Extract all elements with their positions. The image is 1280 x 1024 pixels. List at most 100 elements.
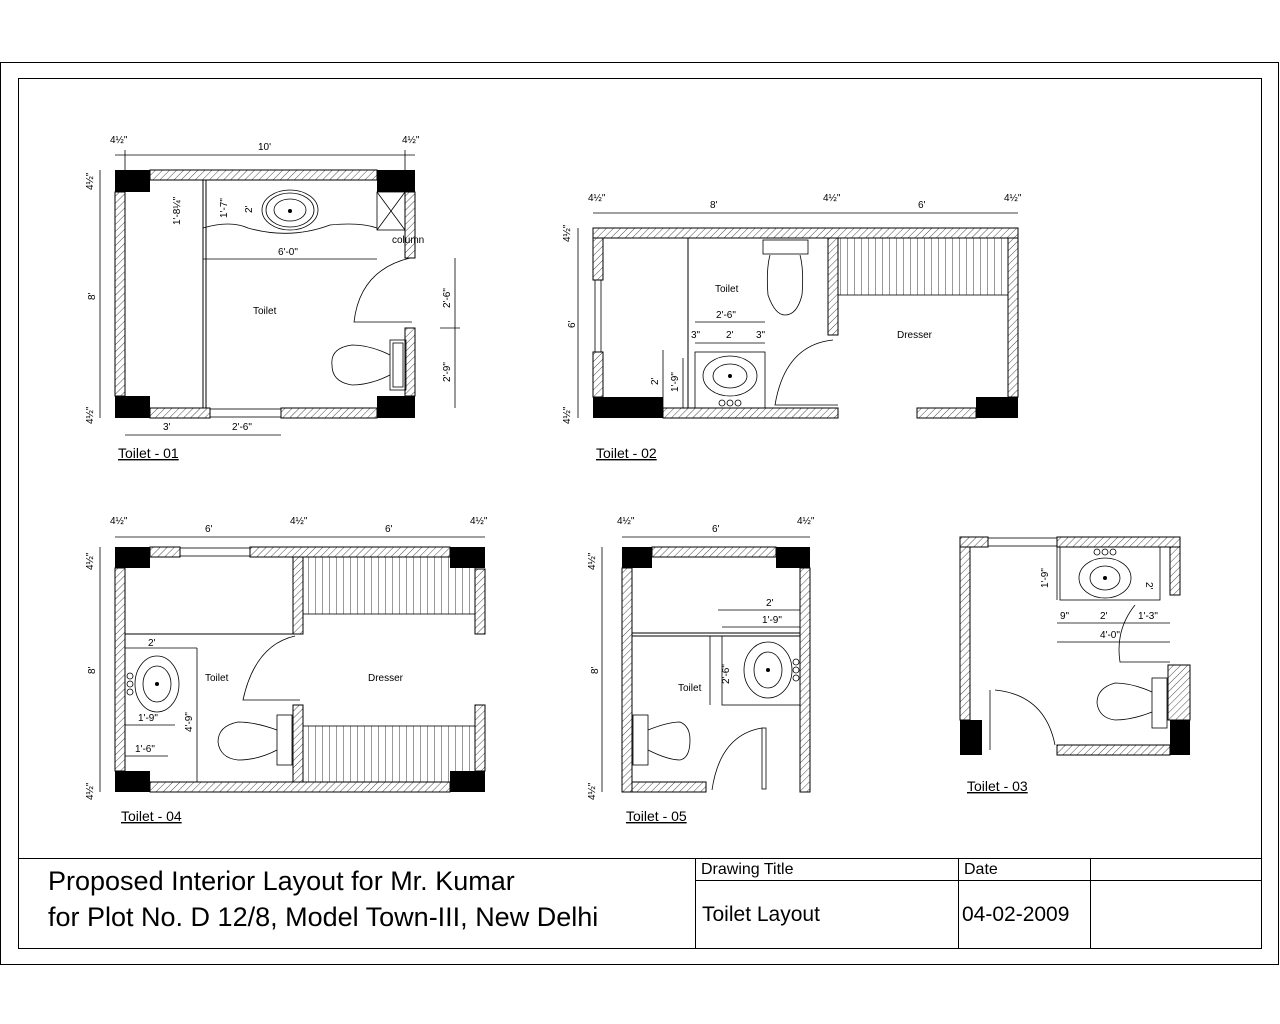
dim: 6' xyxy=(567,320,578,328)
dim: 6' xyxy=(205,524,213,535)
dim-wall: 4½" xyxy=(85,782,96,800)
dim: 2'-6" xyxy=(721,664,732,684)
vanity xyxy=(1059,546,1161,601)
wall xyxy=(114,191,126,397)
room-label: Toilet xyxy=(678,683,702,694)
project-title-line1: Proposed Interior Layout for Mr. Kumar xyxy=(48,866,515,896)
dim-wall: 4½" xyxy=(290,516,308,527)
dim: 8' xyxy=(710,200,718,211)
dresser-shelves xyxy=(302,556,476,615)
dim: 2'-6" xyxy=(716,310,736,321)
dim-wall: 4½" xyxy=(562,224,573,242)
date-label: Date xyxy=(964,861,998,878)
wall xyxy=(149,407,211,419)
door-swing xyxy=(774,339,838,406)
dim: 1'-8¼" xyxy=(171,196,183,225)
inner-border xyxy=(18,78,1262,949)
plan-toilet-03: 1'-9" 2' 9" 2' 1'-3" 4'-0" Toilet - 03 xyxy=(959,536,1191,794)
plan-caption: Toilet - 03 xyxy=(967,778,1028,794)
dim: 9" xyxy=(1060,611,1070,622)
vanity xyxy=(694,351,766,409)
dim: 6' xyxy=(385,524,393,535)
plan-caption: Toilet - 05 xyxy=(626,808,687,824)
drawing-title: Toilet Layout xyxy=(702,903,820,926)
counter-edge xyxy=(202,223,378,234)
wash-basin-icon xyxy=(126,655,180,713)
dim: 1'-9" xyxy=(670,372,681,392)
dim: 4'-9" xyxy=(184,712,195,732)
dim: 1'-9" xyxy=(1040,568,1051,588)
dim-depth: 8' xyxy=(87,292,98,300)
dim: 2' xyxy=(1100,611,1108,622)
wash-basin-icon xyxy=(1078,548,1132,599)
outer-border xyxy=(0,62,1279,965)
door-swing xyxy=(353,257,412,323)
door-swing xyxy=(1118,604,1170,663)
dim-wall: 4½" xyxy=(1004,193,1022,204)
column-label: column xyxy=(392,235,424,246)
dim: 1'-3" xyxy=(1138,611,1158,622)
dim: 2'-6" xyxy=(232,422,252,433)
dresser-shelves xyxy=(302,725,476,783)
dim: 1'-9" xyxy=(762,615,782,626)
dresser-shelves xyxy=(837,237,1009,296)
column xyxy=(976,397,1018,418)
door-swing xyxy=(711,727,763,791)
dim: 2' xyxy=(726,330,734,341)
dim-wall: 4½" xyxy=(110,135,128,146)
plan-toilet-05: 6' 4½" 4½" 8' 4½" 4½" 2' 1'-9" 2'-6" Toi… xyxy=(587,516,815,824)
plan-toilet-02: 8' 6' 4½" 4½" 4½" 6' 4½" 4½" 2'-6" 3" 2'… xyxy=(562,193,1022,461)
plan-toilet-04: 6' 6' 4½" 4½" 4½" 8' 4½" 4½" 2' 1'-9" 1'… xyxy=(85,516,488,824)
wall xyxy=(404,327,416,397)
wall xyxy=(404,191,416,259)
window xyxy=(594,279,602,353)
dim-width: 10' xyxy=(258,142,271,153)
column xyxy=(593,397,663,418)
dim: 6'-0" xyxy=(278,247,298,258)
toilet-wc-icon xyxy=(331,339,407,391)
dim-wall: 4½" xyxy=(587,552,598,570)
room-label: Dresser xyxy=(368,673,404,684)
plan-caption: Toilet - 02 xyxy=(596,445,657,461)
dim-wall: 4½" xyxy=(402,135,420,146)
title-block: Proposed Interior Layout for Mr. Kumar f… xyxy=(18,858,1261,948)
column xyxy=(377,396,415,418)
toilet-wc-icon xyxy=(762,239,809,316)
dim-wall: 4½" xyxy=(617,516,635,527)
dim-wall: 4½" xyxy=(797,516,815,527)
shower-shaft xyxy=(376,191,406,231)
dim-wall: 4½" xyxy=(587,782,598,800)
date-value: 04-02-2009 xyxy=(962,903,1069,926)
dim: 2' xyxy=(650,377,661,385)
column xyxy=(377,170,415,192)
dim-wall: 4½" xyxy=(588,193,606,204)
room-label: Toilet xyxy=(205,673,229,684)
dim: 2'-6" xyxy=(442,288,453,308)
dim-wall: 4½" xyxy=(110,516,128,527)
window xyxy=(179,547,251,557)
window xyxy=(987,537,1058,547)
dim-wall: 4½" xyxy=(823,193,841,204)
dim-wall: 4½" xyxy=(470,516,488,527)
dim: 2' xyxy=(766,598,774,609)
dim: 1'-9" xyxy=(138,713,158,724)
dim-wall: 4½" xyxy=(85,406,96,424)
dim: 8' xyxy=(590,666,601,674)
column xyxy=(115,396,150,418)
plan-toilet-01: 10' 4½" 4½" 8' 4½" 4½" 3' 2'-6" 2'-6" 2'… xyxy=(85,135,460,461)
wash-basin-icon xyxy=(702,355,758,407)
window xyxy=(209,408,282,418)
room-label: Toilet xyxy=(715,284,739,295)
dim: 6' xyxy=(918,200,926,211)
toilet-wc-icon xyxy=(632,714,691,766)
room-label: Toilet xyxy=(253,306,277,317)
door-swing xyxy=(994,689,1056,746)
dim: 3' xyxy=(163,422,171,433)
room-label: Dresser xyxy=(897,330,933,341)
dim-wall: 4½" xyxy=(85,172,96,190)
dim: 6' xyxy=(712,524,720,535)
dim: 3" xyxy=(756,330,766,341)
dim-wall: 4½" xyxy=(562,406,573,424)
project-title-line2: for Plot No. D 12/8, Model Town-III, New… xyxy=(48,902,598,932)
